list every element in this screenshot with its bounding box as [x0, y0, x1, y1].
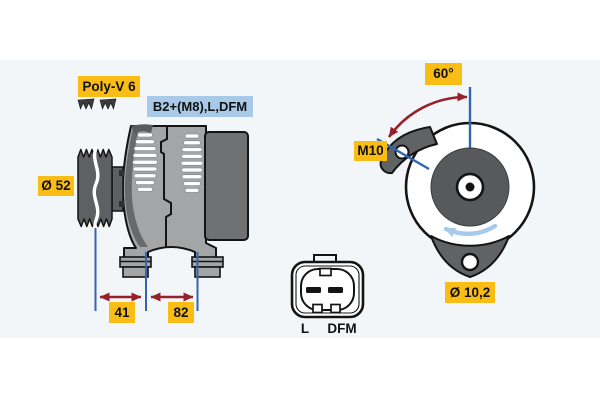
- alternator-side-view: [77, 124, 249, 311]
- pulley: [77, 146, 124, 232]
- connector-pin-dfm-label: DFM: [327, 320, 357, 336]
- connector-pin-l: [306, 287, 321, 293]
- pulley-diameter-label: Ø 52: [38, 176, 74, 196]
- alternator-rear-view: [376, 87, 536, 278]
- ribbed-belt-icon: [99, 98, 117, 110]
- pulley-break-line: [92, 146, 100, 232]
- connector-key-notch-bottom-right: [330, 303, 341, 314]
- vent-louvers: [132, 132, 158, 192]
- dimension-82-label: 82: [168, 302, 194, 323]
- connector-pin-l-label: L: [300, 320, 310, 336]
- mount-hole-diameter-label: Ø 10,2: [445, 282, 495, 303]
- rear-cover-block: [204, 131, 249, 241]
- housing-top-shoulder: [131, 124, 153, 134]
- terminals-label: B2+(M8),L,DFM: [147, 96, 253, 117]
- angle-arc-arrow: [387, 92, 468, 138]
- lower-mount-hole: [460, 252, 480, 272]
- dimension-extension-lines: [94, 228, 199, 311]
- shaft-center-dot: [465, 182, 475, 192]
- belt-type-label: Poly-V 6: [78, 76, 140, 97]
- vent-louvers: [180, 133, 204, 193]
- mount-angle-label: 60°: [425, 63, 462, 85]
- housing-parting-line: [160, 126, 172, 247]
- connector-key-notch-bottom-left: [312, 303, 323, 314]
- counterclockwise-arrow-icon: [443, 223, 498, 238]
- dimension-41-label: 41: [109, 302, 135, 323]
- connector-diagram: [290, 254, 365, 319]
- mounting-feet: [119, 256, 224, 278]
- connector-shell-inner-line: [295, 265, 360, 314]
- housing-front-edge: [124, 127, 148, 247]
- connector-key-notch-top: [319, 267, 332, 277]
- connector-pin-dfm: [328, 287, 343, 293]
- ribbed-belt-icon: [77, 98, 95, 110]
- thread-size-label: M10: [354, 141, 387, 161]
